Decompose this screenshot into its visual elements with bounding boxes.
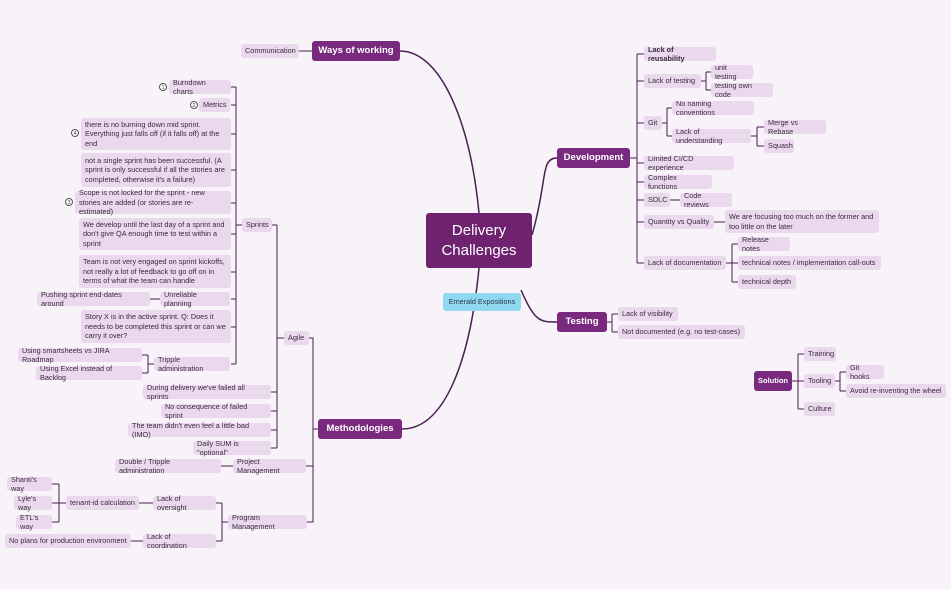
node-burndown-charts[interactable]: Burndown charts bbox=[169, 78, 231, 96]
marker-4-icon: 4 bbox=[71, 129, 79, 137]
node-focus-former[interactable]: We are focusing too much on the former a… bbox=[725, 210, 879, 233]
node-no-naming-conventions[interactable]: No naming conventions bbox=[672, 99, 754, 117]
node-program-management[interactable]: Program Management bbox=[228, 513, 307, 531]
node-etls-way[interactable]: ETL's way bbox=[16, 513, 52, 531]
floating-label: Emerald Expositions bbox=[448, 297, 516, 307]
link-agile bbox=[309, 337, 318, 430]
node-lack-of-testing[interactable]: Lack of testing bbox=[644, 74, 701, 88]
root-label: Delivery Challenges bbox=[441, 221, 517, 259]
node-quantity-vs-quality[interactable]: Quantity vs Quality bbox=[644, 215, 714, 229]
branch-methodologies[interactable]: Methodologies bbox=[318, 419, 402, 439]
node-not-single-sprint[interactable]: not a single sprint has been successful.… bbox=[81, 153, 231, 187]
node-unreliable-planning[interactable]: Unreliable planning bbox=[160, 290, 230, 308]
node-merge-vs-rebase[interactable]: Merge vs Rebase bbox=[764, 118, 826, 136]
link-program-management bbox=[307, 466, 314, 523]
node-release-notes[interactable]: Release notes bbox=[738, 235, 790, 253]
node-sprints[interactable]: Sprints bbox=[242, 218, 272, 232]
node-git[interactable]: Git bbox=[644, 116, 662, 130]
marker-1-icon: 1 bbox=[159, 83, 167, 91]
node-lack-of-oversight[interactable]: Lack of oversight bbox=[153, 494, 216, 512]
node-smartsheets[interactable]: Using smartsheets vs JIRA Roadmap bbox=[18, 346, 142, 364]
node-develop-until[interactable]: We develop until the last day of a sprin… bbox=[79, 218, 231, 250]
node-lack-of-understanding[interactable]: Lack of understanding bbox=[672, 127, 751, 145]
branch-ways-of-working[interactable]: Ways of working bbox=[312, 41, 400, 61]
node-lyles-way[interactable]: Lyle's way bbox=[14, 494, 52, 512]
node-team-not-engaged[interactable]: Team is not very engaged on sprint kicko… bbox=[79, 255, 231, 288]
node-avoid-reinventing[interactable]: Avoid re-inventing the wheel bbox=[846, 384, 946, 398]
root-topic[interactable]: Delivery Challenges bbox=[426, 213, 532, 268]
marker-2-icon: 2 bbox=[190, 101, 198, 109]
node-tripple-administration[interactable]: Tripple administration bbox=[154, 355, 230, 373]
node-technical-notes[interactable]: technical notes / implementation call-ou… bbox=[738, 256, 881, 270]
node-complex-functions[interactable]: Complex functions bbox=[644, 173, 712, 191]
node-pushing-sprint[interactable]: Pushing sprint end-dates around bbox=[37, 290, 150, 308]
node-squash[interactable]: Squash bbox=[764, 139, 794, 153]
node-code-reviews[interactable]: Code reviews bbox=[680, 191, 732, 209]
node-culture[interactable]: Culture bbox=[804, 402, 835, 416]
node-lack-of-visibility[interactable]: Lack of visibility bbox=[618, 307, 678, 321]
node-metrics[interactable]: Metrics bbox=[199, 98, 230, 112]
link-project-management bbox=[306, 429, 314, 467]
branch-development[interactable]: Development bbox=[557, 148, 630, 168]
node-tenant-id[interactable]: tenant-id calculation bbox=[66, 496, 139, 510]
curve-development bbox=[531, 157, 558, 236]
node-limited-ci-cd[interactable]: Limited CI/CD experience bbox=[644, 154, 734, 172]
curve-ways-of-working bbox=[399, 50, 480, 214]
node-project-management[interactable]: Project Management bbox=[233, 457, 306, 475]
node-unit-testing[interactable]: unit testing bbox=[711, 63, 753, 81]
node-communication[interactable]: Communication bbox=[241, 44, 299, 58]
node-tooling[interactable]: Tooling bbox=[804, 374, 835, 388]
node-team-didnt-feel[interactable]: The team didn't even feel a little bad (… bbox=[128, 421, 271, 439]
node-training[interactable]: Training bbox=[804, 347, 836, 361]
node-agile[interactable]: Agile bbox=[284, 331, 309, 345]
branch-testing[interactable]: Testing bbox=[557, 312, 607, 332]
node-during-delivery[interactable]: During delivery we've failed all sprints bbox=[143, 383, 271, 401]
node-testing-own-code[interactable]: testing own code bbox=[711, 81, 773, 99]
node-no-consequence[interactable]: No consequence of failed sprint bbox=[161, 402, 271, 420]
node-double-tripple[interactable]: Double / Tripple administration bbox=[115, 457, 221, 475]
node-sdlc[interactable]: SDLC bbox=[644, 193, 670, 207]
node-git-hooks[interactable]: Git hooks bbox=[846, 363, 884, 381]
floating-topic[interactable]: Emerald Expositions bbox=[443, 293, 521, 311]
node-story-x[interactable]: Story X is in the active sprint. Q: Does… bbox=[81, 310, 231, 343]
node-not-documented[interactable]: Not documented (e.g. no test-cases) bbox=[618, 325, 745, 339]
node-lack-of-coordination[interactable]: Lack of coordination bbox=[143, 532, 216, 550]
marker-3-icon: 3 bbox=[65, 198, 73, 206]
curve-testing bbox=[520, 289, 558, 323]
node-no-burning-down[interactable]: there is no burning down mid sprint. Eve… bbox=[81, 118, 231, 150]
node-lack-of-reusability[interactable]: Lack of reusability bbox=[644, 45, 716, 63]
node-daily-sum[interactable]: Daily SUM is "optional" bbox=[193, 439, 271, 457]
node-scope-not-locked[interactable]: Scope is not locked for the sprint - new… bbox=[75, 188, 231, 216]
node-technical-depth[interactable]: technical depth bbox=[738, 275, 796, 289]
node-lack-of-documentation[interactable]: Lack of documentation bbox=[644, 256, 726, 270]
solution-topic[interactable]: Solution bbox=[754, 371, 792, 391]
node-excel[interactable]: Using Excel instead of Backlog bbox=[36, 364, 142, 382]
node-no-plans[interactable]: No plans for production environment bbox=[5, 534, 131, 548]
node-shantis-way[interactable]: Shanti's way bbox=[7, 475, 52, 493]
